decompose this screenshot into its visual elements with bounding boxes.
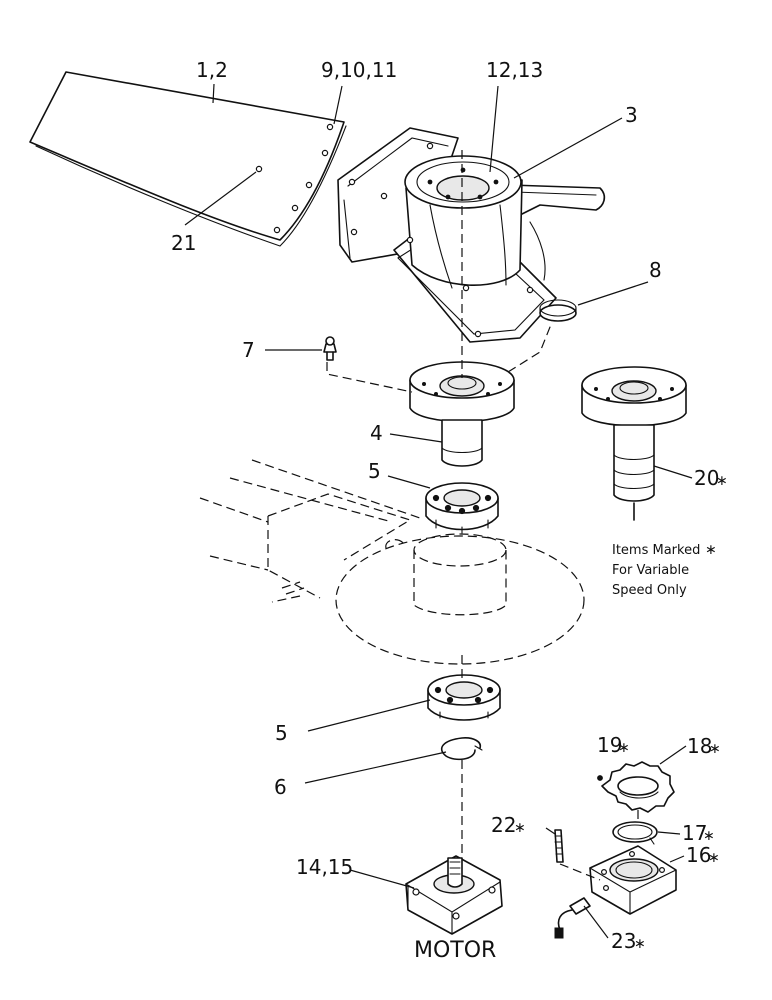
sprocket-part [601, 761, 675, 813]
set-screw-part [597, 775, 603, 781]
note-marker: ∗ [705, 542, 717, 558]
label-sprocket: 18 [687, 734, 712, 758]
label-motor: MOTOR [414, 938, 496, 963]
label-spindle-variable-marker: ∗ [716, 473, 728, 489]
sensor-part [554, 897, 591, 939]
ring-part [612, 821, 658, 845]
sensor-housing-part [589, 845, 677, 915]
label-bearing-lower: 5 [275, 721, 288, 745]
label-cap: 8 [649, 258, 662, 282]
motor-part [405, 855, 503, 935]
note-line-3: Speed Only [612, 583, 687, 598]
label-ring-marker: ∗ [703, 828, 715, 844]
label-spindle-variable: 20 [694, 466, 719, 490]
variable-speed-note: Items Marked ∗ For Variable Speed Only [612, 542, 717, 598]
label-grease-fitting: 7 [242, 338, 255, 362]
label-sprocket-marker: ∗ [709, 741, 721, 757]
label-spindle: 4 [370, 421, 383, 445]
label-snap-ring: 6 [274, 775, 287, 799]
label-set-screw: 19 [597, 733, 622, 757]
label-stud: 22 [491, 813, 516, 837]
spindle-variable-part [581, 366, 687, 521]
housing-part [337, 127, 606, 343]
label-blade-hole: 21 [171, 231, 196, 255]
grease-fitting-part [323, 336, 337, 361]
label-ring: 17 [682, 821, 707, 845]
blade-part [29, 71, 347, 247]
note-line-2: For Variable [612, 563, 689, 578]
label-stud-marker: ∗ [514, 820, 526, 836]
assembly-lines [326, 150, 639, 881]
label-set-screw-marker: ∗ [618, 740, 630, 756]
label-sensor: 23 [611, 929, 636, 953]
cap-part [539, 299, 577, 322]
stud-part [554, 829, 564, 863]
label-bearing-upper: 5 [368, 459, 381, 483]
spindle-part [409, 361, 515, 467]
label-sensor-housing-marker: ∗ [708, 850, 720, 866]
bearing-upper-part [425, 482, 499, 534]
deck-outline [199, 459, 585, 665]
callout-labels: 1,2 9,10,11 12,13 3 21 8 7 4 5 20 ∗ 5 6 … [171, 58, 728, 963]
snap-ring-part [440, 737, 483, 761]
label-blade: 1,2 [196, 58, 228, 82]
label-sensor-housing: 16 [686, 843, 711, 867]
leader-lines [184, 83, 693, 939]
label-motor-bolts: 14,15 [296, 855, 353, 879]
label-blade-bolts: 9,10,11 [321, 58, 397, 82]
label-sensor-marker: ∗ [634, 936, 646, 952]
label-housing: 3 [625, 103, 638, 127]
bearing-lower-part [427, 674, 501, 721]
label-hub-screws: 12,13 [486, 58, 543, 82]
note-line-1: Items Marked [612, 543, 700, 558]
